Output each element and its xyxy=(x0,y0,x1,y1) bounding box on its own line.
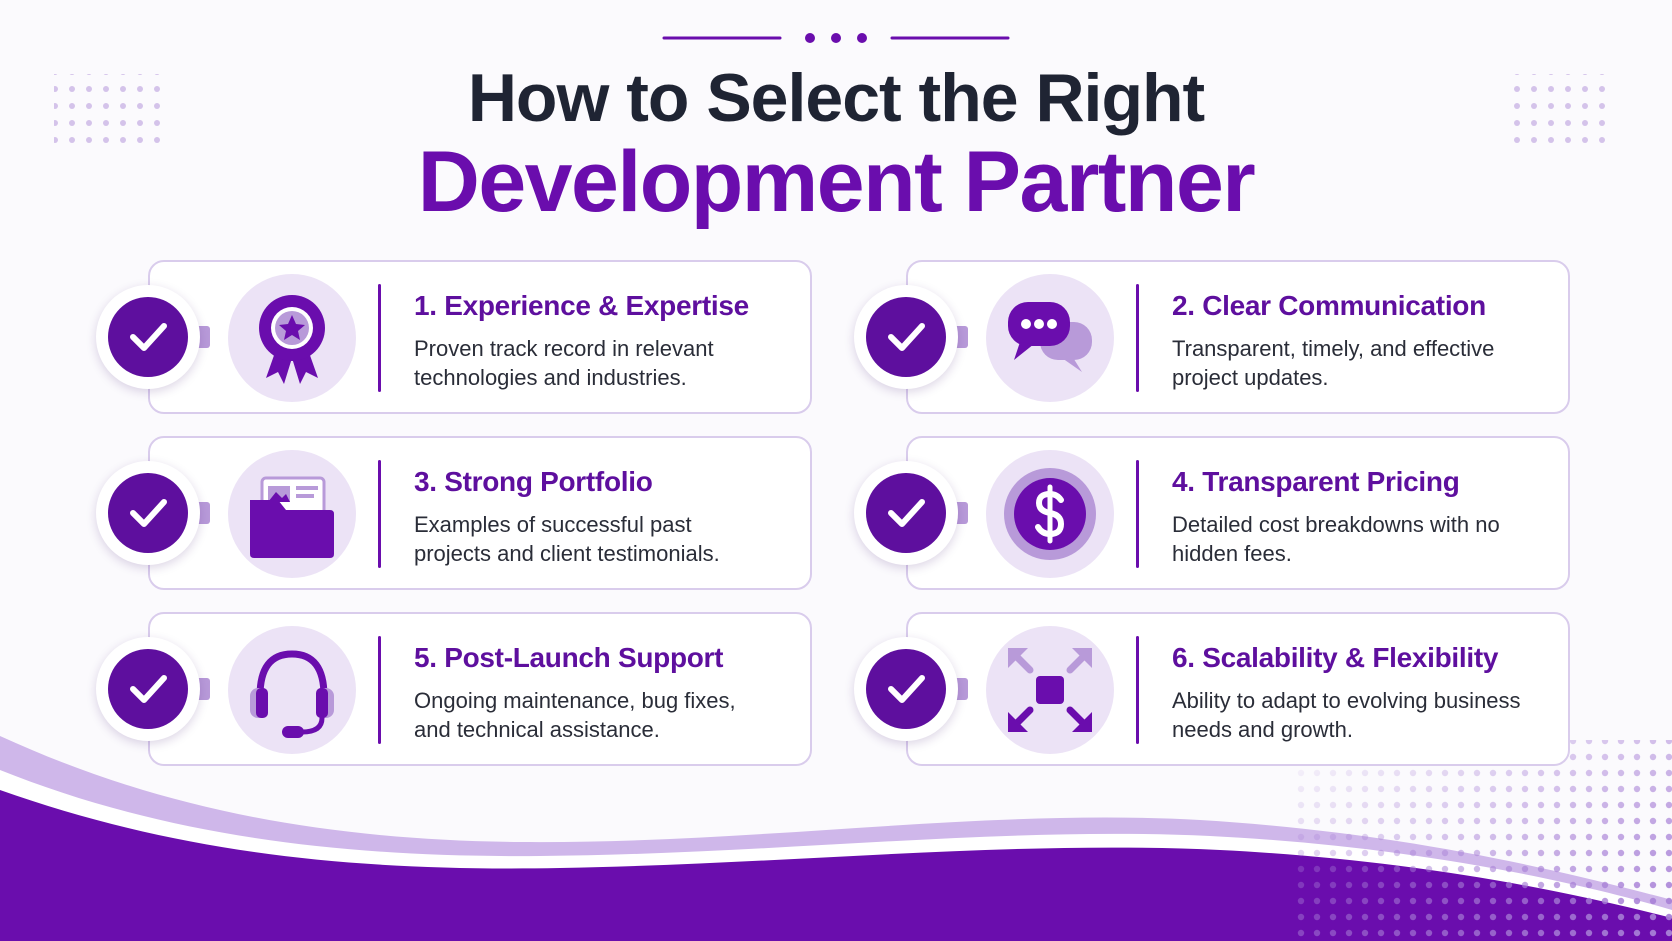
criterion-title: 1. Experience & Expertise xyxy=(414,290,749,321)
checkmark-icon xyxy=(130,675,167,703)
icon-circle xyxy=(228,450,356,578)
page-title-line-2: Development Partner xyxy=(417,134,1256,230)
icon-circle xyxy=(228,626,356,754)
criterion-title: 6. Scalability & Flexibility xyxy=(1172,642,1499,673)
criterion-title: 4. Transparent Pricing xyxy=(1172,466,1460,497)
dot-pattern-top-left xyxy=(54,74,164,146)
criterion-description: Transparent, timely, and effective proje… xyxy=(1172,336,1495,390)
icon-circle xyxy=(228,274,356,402)
card-divider xyxy=(378,636,381,744)
chat-bubbles-icon xyxy=(1008,302,1092,372)
criterion-title: 5. Post-Launch Support xyxy=(414,642,724,673)
criterion-description: Detailed cost breakdowns with no hidden … xyxy=(1172,512,1500,566)
card-divider xyxy=(1136,636,1139,744)
checkmark-icon xyxy=(130,499,167,527)
card-divider xyxy=(1136,460,1139,568)
checkmark-icon xyxy=(130,323,167,351)
top-ornament xyxy=(662,33,1010,43)
page-title-line-1: How to Select the Right xyxy=(467,60,1205,136)
card-divider xyxy=(378,460,381,568)
check-badge xyxy=(854,285,958,389)
headset-icon xyxy=(250,650,334,738)
check-badge xyxy=(96,637,200,741)
dot-pattern-bottom-right xyxy=(1290,740,1672,941)
dollar-coin-icon xyxy=(1004,468,1096,560)
dot-pattern-top-right xyxy=(1504,74,1614,146)
expand-arrows-icon xyxy=(1008,648,1092,732)
check-badge xyxy=(854,461,958,565)
check-badge xyxy=(96,285,200,389)
purple-wave xyxy=(0,790,1672,941)
card-divider xyxy=(1136,284,1139,392)
checkmark-icon xyxy=(888,675,925,703)
card-divider xyxy=(378,284,381,392)
criterion-title: 2. Clear Communication xyxy=(1172,290,1486,321)
award-ribbon-icon xyxy=(259,295,325,384)
criterion-description: Ongoing maintenance, bug fixes, and tech… xyxy=(414,688,736,742)
criterion-title: 3. Strong Portfolio xyxy=(414,466,653,497)
icon-circle xyxy=(986,274,1114,402)
checkmark-icon xyxy=(888,499,925,527)
criterion-description: Ability to adapt to evolving business ne… xyxy=(1172,688,1521,742)
folder-portfolio-icon xyxy=(250,476,334,558)
icon-circle xyxy=(986,626,1114,754)
criterion-description: Proven track record in relevant technolo… xyxy=(414,336,714,390)
icon-circle xyxy=(986,450,1114,578)
check-badge xyxy=(96,461,200,565)
checkmark-icon xyxy=(888,323,925,351)
criterion-description: Examples of successful past projects and… xyxy=(414,512,720,566)
check-badge xyxy=(854,637,958,741)
